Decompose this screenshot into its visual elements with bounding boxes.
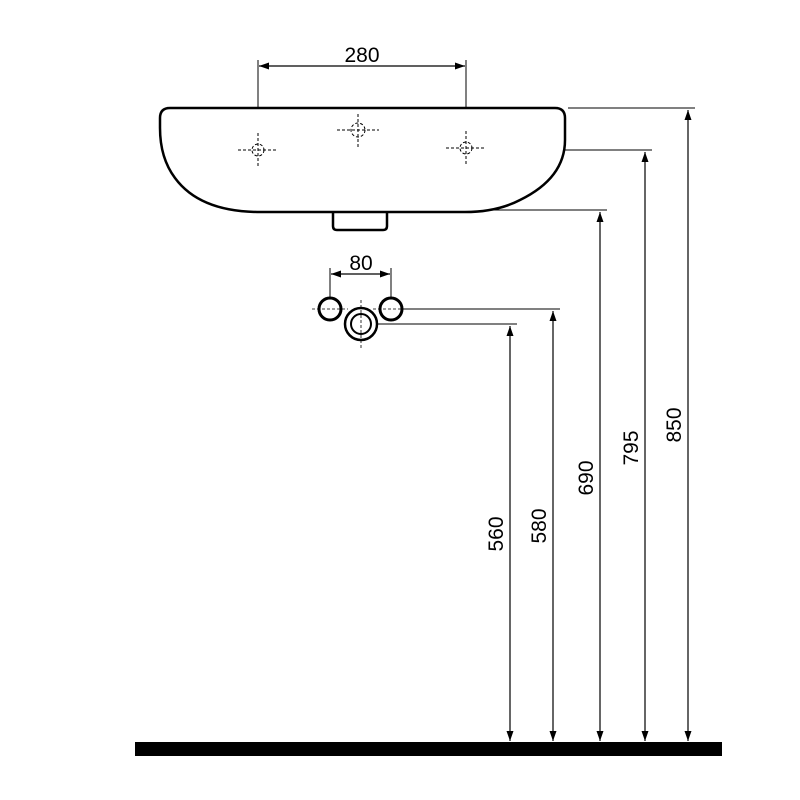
dimension-280: 280 [257,44,467,108]
supply-pipe-left [312,296,348,322]
dimension-795-label: 795 [620,430,643,465]
basin-waste-outlet [331,212,389,232]
tap-hole-center [337,114,379,148]
basin-outline [158,106,567,214]
tap-hole-right [446,131,486,165]
dimension-80-label: 80 [349,252,372,275]
floor-line [135,742,722,756]
tap-hole-left [238,133,278,167]
dimension-580-label: 580 [528,508,551,543]
dimension-560-label: 560 [485,516,508,551]
dimension-280-label: 280 [344,44,379,67]
dimension-850-label: 850 [663,407,686,442]
dimension-80: 80 [329,252,392,298]
dimension-690-label: 690 [575,460,598,495]
waste-pipe [343,300,379,348]
